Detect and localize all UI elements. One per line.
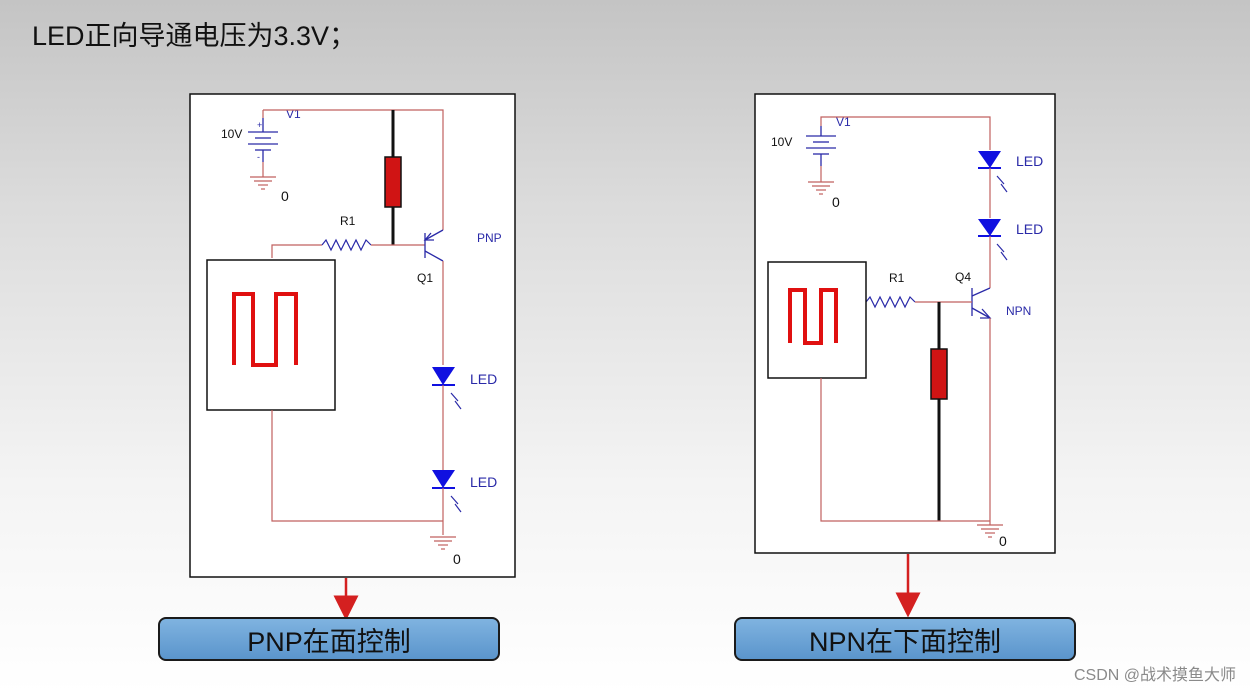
left-transistor-label: Q1	[417, 271, 433, 285]
right-ground-top-icon	[808, 166, 834, 195]
left-ground-bottom-icon	[430, 536, 456, 550]
svg-text:-: -	[257, 152, 260, 162]
right-r1-resistor	[865, 295, 916, 309]
right-ground-label: 0	[832, 194, 840, 210]
right-pulldown-resistor	[930, 348, 948, 400]
left-ground-label: 0	[281, 188, 289, 204]
watermark: CSDN @战术摸鱼大师	[1073, 667, 1236, 684]
left-pnp-transistor-icon	[423, 229, 444, 262]
left-signal-generator	[206, 259, 336, 411]
right-led-1-label: LED	[1016, 153, 1043, 169]
right-circuit-panel: V1 10V 0 LED LED	[754, 93, 1056, 554]
left-circuit-panel: + - V1 10V 0 R1 PNP Q1	[189, 93, 516, 578]
left-led-1-icon	[432, 367, 462, 470]
right-signal-generator	[767, 261, 867, 379]
right-led-1-icon	[978, 151, 1008, 218]
page-title: LED正向导通电压为3.3V；	[32, 21, 357, 51]
right-battery-label: V1	[836, 115, 851, 129]
right-led-2-icon	[978, 219, 1008, 288]
left-ground-top-icon	[250, 162, 276, 190]
right-ground-bottom-icon	[977, 521, 1003, 538]
left-r1-resistor	[321, 238, 372, 252]
left-square-wave-icon	[232, 292, 298, 367]
right-transistor-label: Q4	[955, 270, 971, 284]
left-r1-label: R1	[340, 214, 356, 228]
left-battery-label: V1	[286, 107, 301, 121]
left-pullup-resistor	[384, 156, 402, 208]
npn-caption-label: NPN在下面控制	[808, 626, 1001, 657]
right-voltage-label: 10V	[771, 135, 792, 149]
npn-caption-button: NPN在下面控制	[734, 617, 1076, 661]
left-voltage-label: 10V	[221, 127, 242, 141]
right-transistor-type: NPN	[1006, 304, 1031, 318]
left-led-2-icon	[432, 470, 462, 535]
left-led-2-label: LED	[470, 474, 497, 490]
right-battery-icon	[806, 126, 836, 166]
left-transistor-type: PNP	[477, 231, 502, 245]
left-battery-icon	[248, 118, 278, 162]
left-led-1-label: LED	[470, 371, 497, 387]
right-r1-label: R1	[889, 271, 905, 285]
right-led-2-label: LED	[1016, 221, 1043, 237]
pnp-caption-label: PNP在面控制	[247, 626, 411, 657]
right-square-wave-icon	[788, 288, 838, 345]
left-ground-bottom-label: 0	[453, 551, 461, 567]
svg-text:+: +	[257, 120, 262, 130]
pnp-caption-button: PNP在面控制	[158, 617, 500, 661]
right-ground-bottom-label: 0	[999, 533, 1007, 549]
